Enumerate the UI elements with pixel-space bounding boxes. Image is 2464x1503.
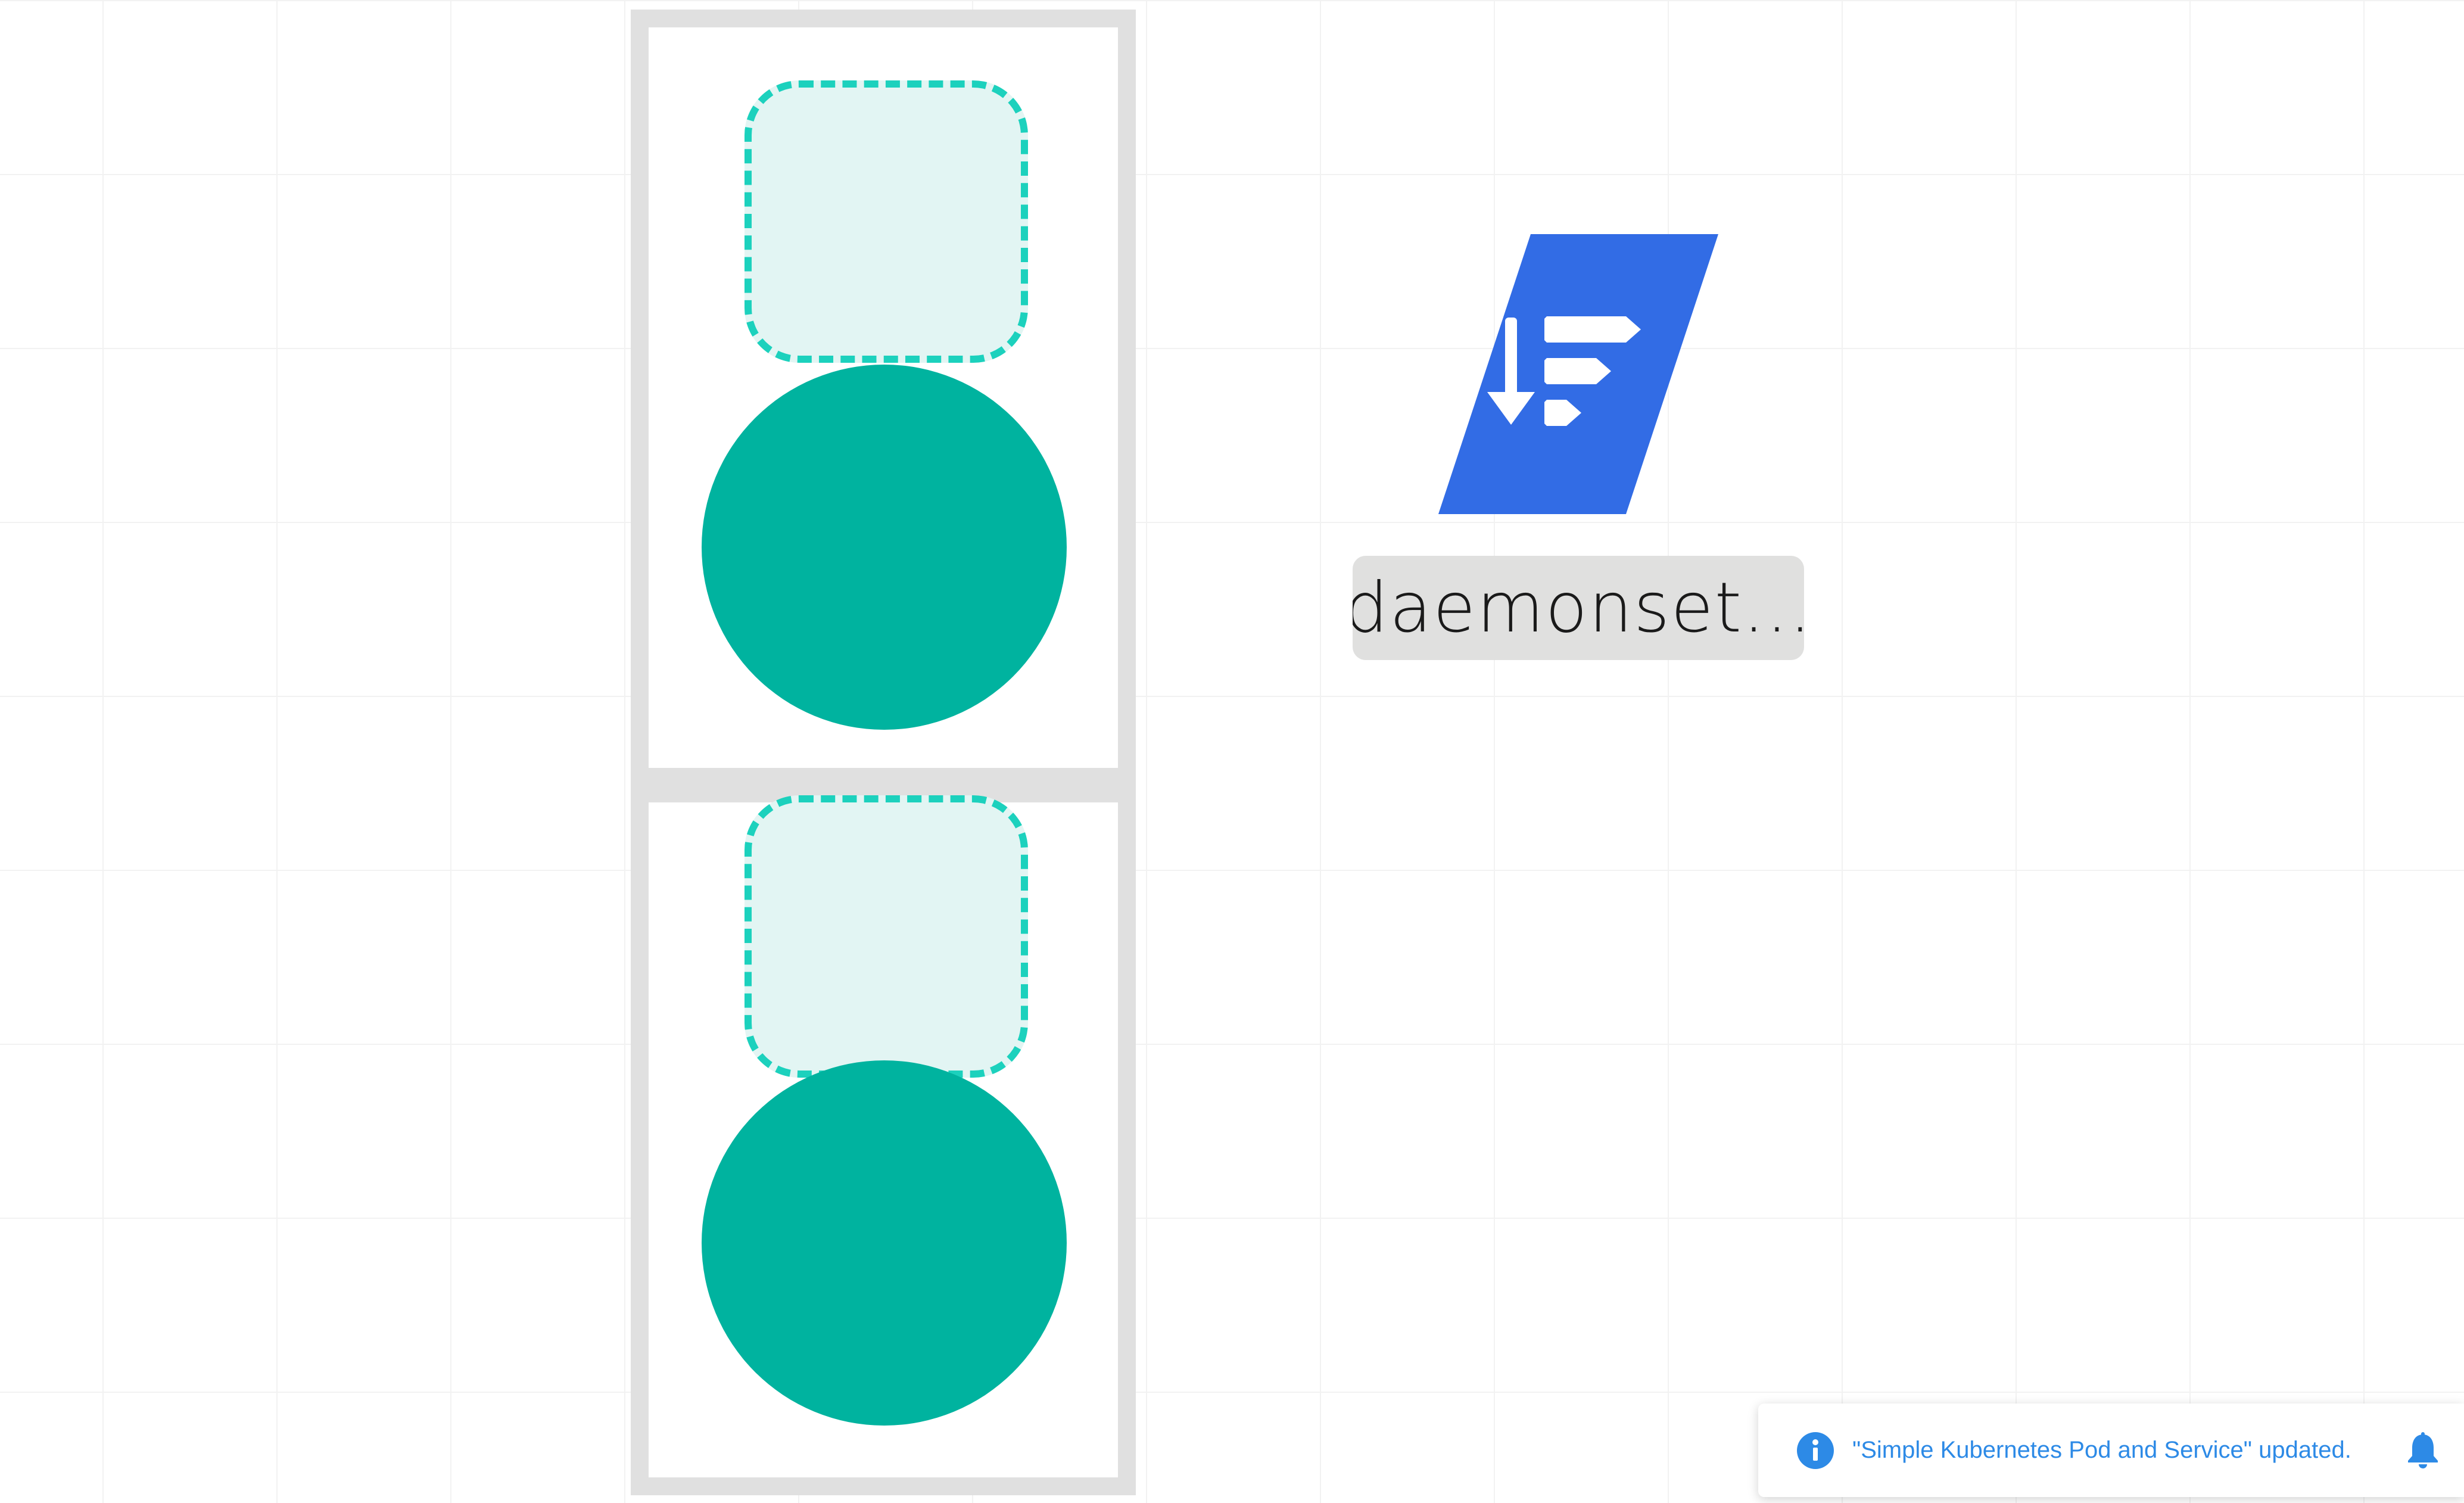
bell-icon[interactable] [2406,1432,2440,1469]
container-bottom[interactable] [745,795,1028,1078]
info-icon [1797,1432,1834,1469]
daemonset-label[interactable]: daemonset... [1353,556,1804,660]
notification-toast[interactable]: "Simple Kubernetes Pod and Service" upda… [1758,1404,2464,1497]
container-top[interactable] [745,80,1028,363]
pod-bottom[interactable] [702,1060,1067,1426]
pod-top[interactable] [702,365,1067,730]
daemonset-icon[interactable] [1438,234,1718,514]
notification-text: "Simple Kubernetes Pod and Service" upda… [1852,1437,2351,1463]
